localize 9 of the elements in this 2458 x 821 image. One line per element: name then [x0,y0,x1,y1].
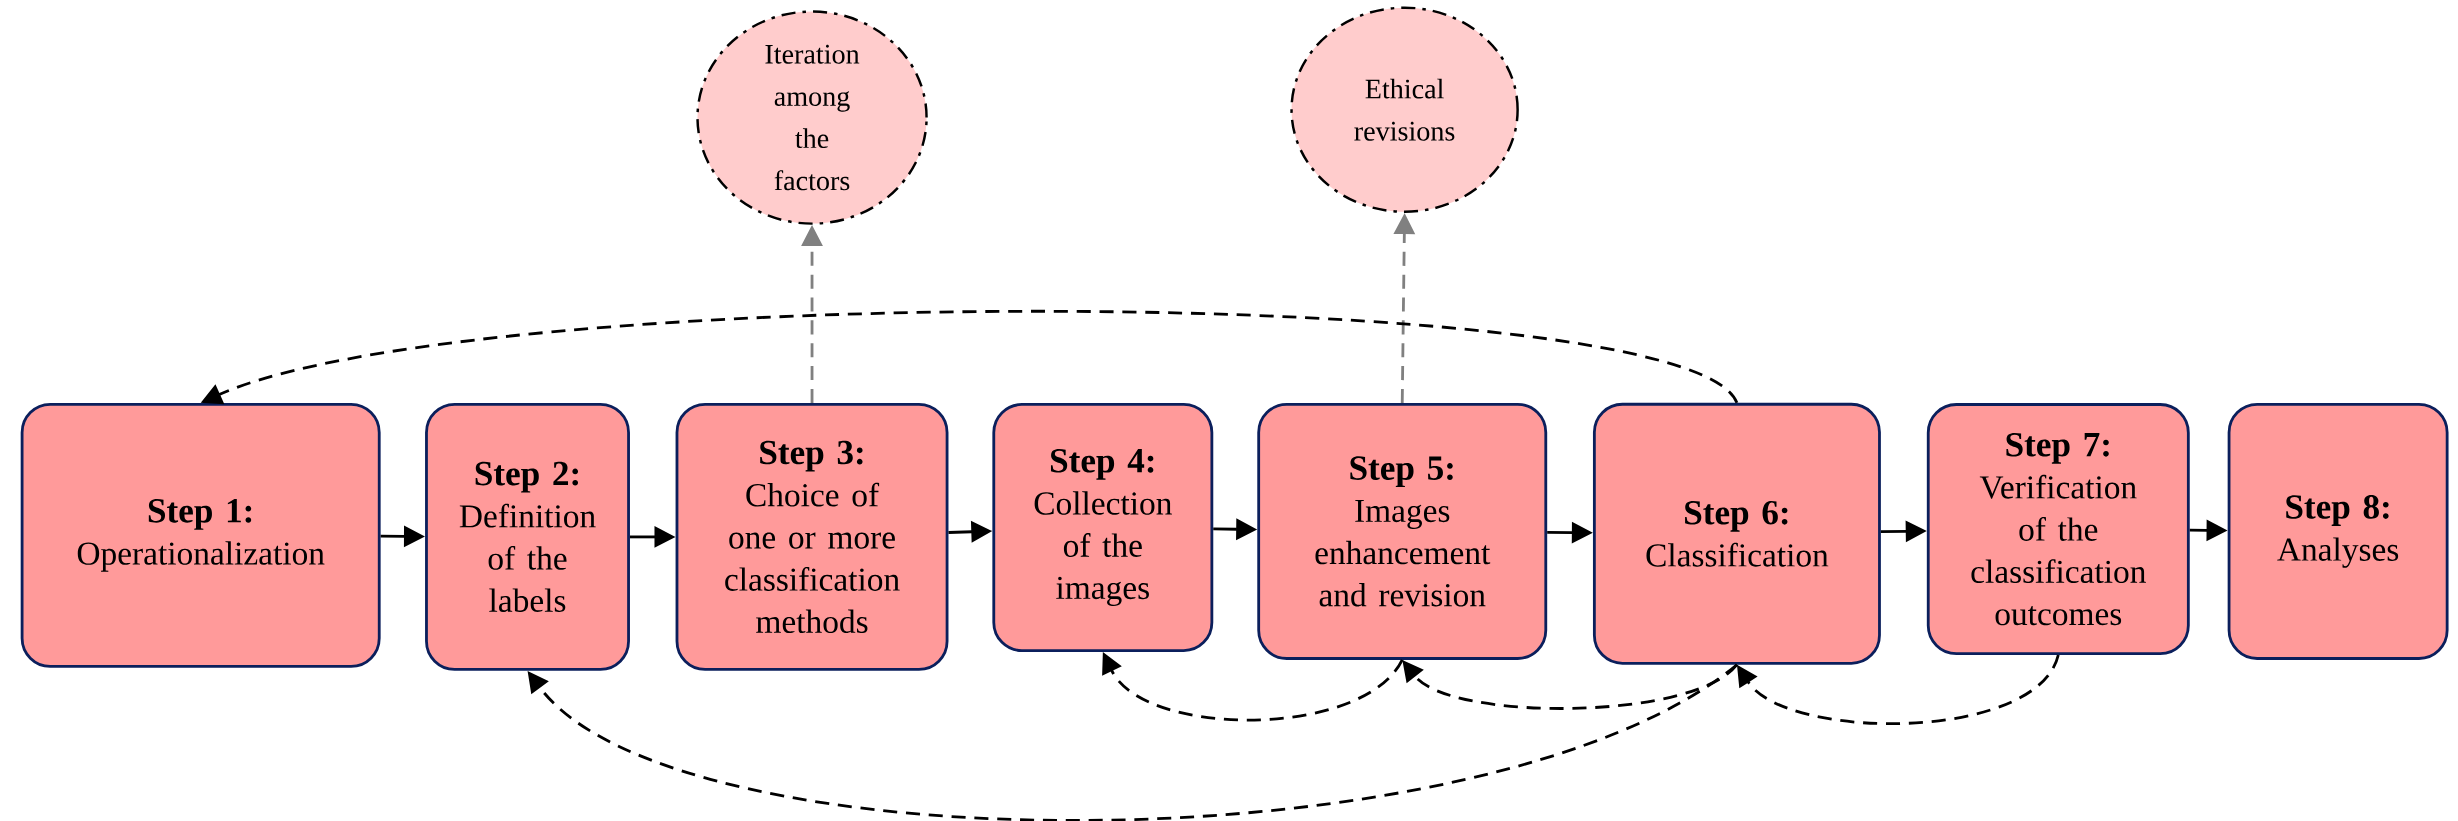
step-box: Step 5: Images enhancement and revision [1257,402,1548,660]
step-box: Step 1: Operationalization [20,402,381,668]
step-box: Step 4: Collection of the images [992,402,1214,652]
dashed-arrow [527,663,1738,821]
step-box: Step 7: Verification of the classification outcomes [1926,402,2190,655]
step-box: Step 6: Classification [1592,402,1881,665]
step-box: Step 3: Choice of one or more classification methods [675,402,949,671]
step-box: Step 2: Definition of the labels [425,402,630,671]
step-box: Step 8: Analyses [2227,402,2449,660]
